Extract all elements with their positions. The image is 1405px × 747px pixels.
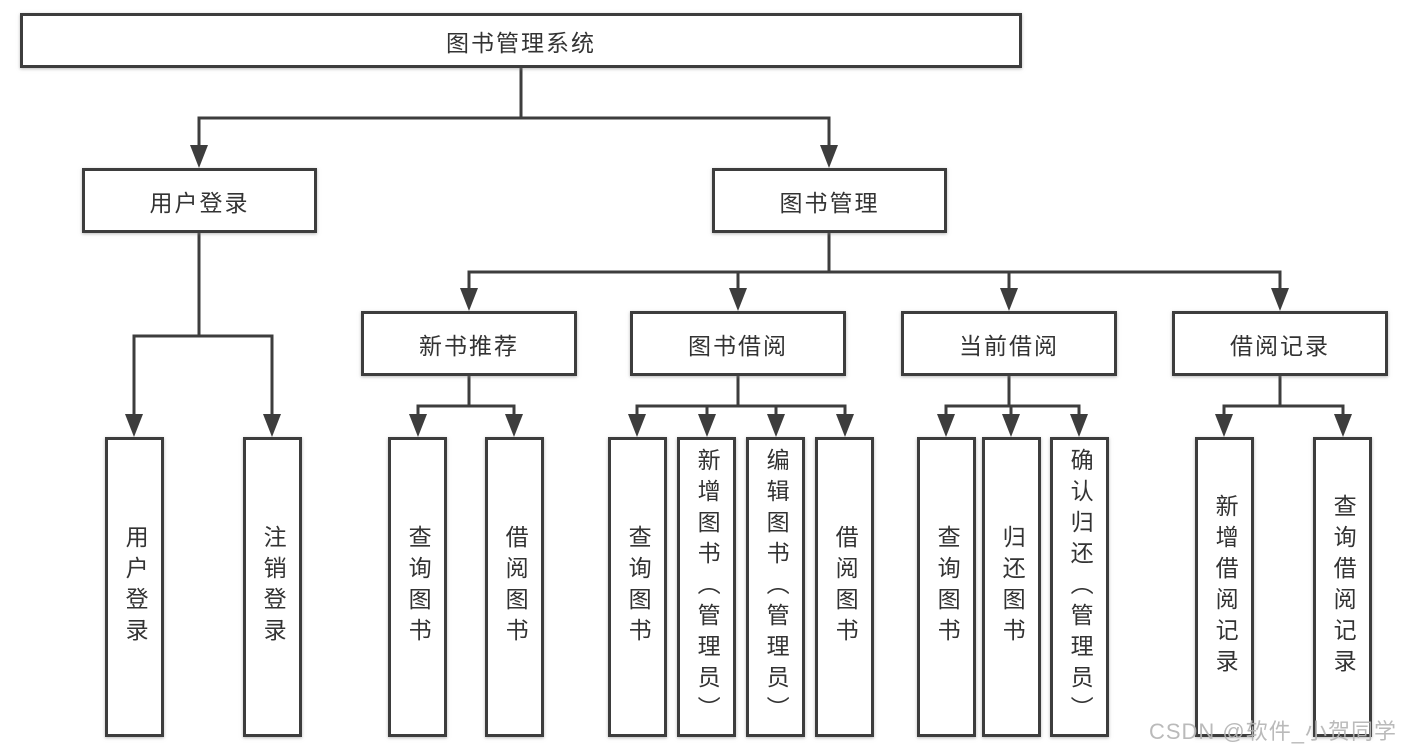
leaf-add-books-admin-label: 新增图书（管理员） xyxy=(694,447,721,727)
leaf-edit-books-admin-label: 编辑图书（管理员） xyxy=(763,447,790,727)
leaf-logout-label: 注销登录 xyxy=(260,525,287,649)
node-book-borrow-label: 图书借阅 xyxy=(688,332,788,359)
leaf-confirm-return-admin: 确认归还（管理员） xyxy=(1050,437,1109,737)
node-root-label: 图书管理系统 xyxy=(446,29,596,56)
leaf-borrow-books: 借阅图书 xyxy=(815,437,874,737)
leaf-query-books-recommend-label: 查询图书 xyxy=(405,525,432,649)
leaf-add-borrow-record: 新增借阅记录 xyxy=(1195,437,1254,737)
leaf-return-books-label: 归还图书 xyxy=(999,525,1026,649)
leaf-add-books-admin: 新增图书（管理员） xyxy=(677,437,736,737)
leaf-add-borrow-record-label: 新增借阅记录 xyxy=(1212,494,1239,680)
node-book-management-label: 图书管理 xyxy=(779,189,880,216)
leaf-query-books-borrow: 查询图书 xyxy=(608,437,667,737)
node-book-management: 图书管理 xyxy=(712,168,947,233)
node-new-book-recommend-label: 新书推荐 xyxy=(419,332,519,359)
node-current-borrow: 当前借阅 xyxy=(901,311,1117,376)
leaf-query-books-recommend: 查询图书 xyxy=(388,437,447,737)
leaf-query-books-current: 查询图书 xyxy=(917,437,976,737)
node-borrow-records: 借阅记录 xyxy=(1172,311,1388,376)
node-root: 图书管理系统 xyxy=(20,13,1022,68)
leaf-user-login-label: 用户登录 xyxy=(122,525,149,649)
leaf-query-borrow-record-label: 查询借阅记录 xyxy=(1330,494,1357,680)
csdn-watermark: CSDN @软件_小贺同学 xyxy=(1148,719,1397,744)
leaf-query-books-current-label: 查询图书 xyxy=(934,525,961,649)
leaf-borrow-books-recommend-label: 借阅图书 xyxy=(502,525,529,649)
leaf-edit-books-admin: 编辑图书（管理员） xyxy=(746,437,805,737)
leaf-logout: 注销登录 xyxy=(243,437,302,737)
leaf-return-books: 归还图书 xyxy=(982,437,1041,737)
leaf-query-books-borrow-label: 查询图书 xyxy=(625,525,652,649)
node-book-borrow: 图书借阅 xyxy=(630,311,846,376)
node-borrow-records-label: 借阅记录 xyxy=(1230,332,1330,359)
leaf-query-borrow-record: 查询借阅记录 xyxy=(1313,437,1372,737)
leaf-user-login: 用户登录 xyxy=(105,437,164,737)
leaf-confirm-return-admin-label: 确认归还（管理员） xyxy=(1067,447,1094,727)
node-new-book-recommend: 新书推荐 xyxy=(361,311,577,376)
node-user-login-label: 用户登录 xyxy=(149,189,250,216)
leaf-borrow-books-label: 借阅图书 xyxy=(832,525,859,649)
node-current-borrow-label: 当前借阅 xyxy=(959,332,1059,359)
leaf-borrow-books-recommend: 借阅图书 xyxy=(485,437,544,737)
node-user-login: 用户登录 xyxy=(82,168,317,233)
